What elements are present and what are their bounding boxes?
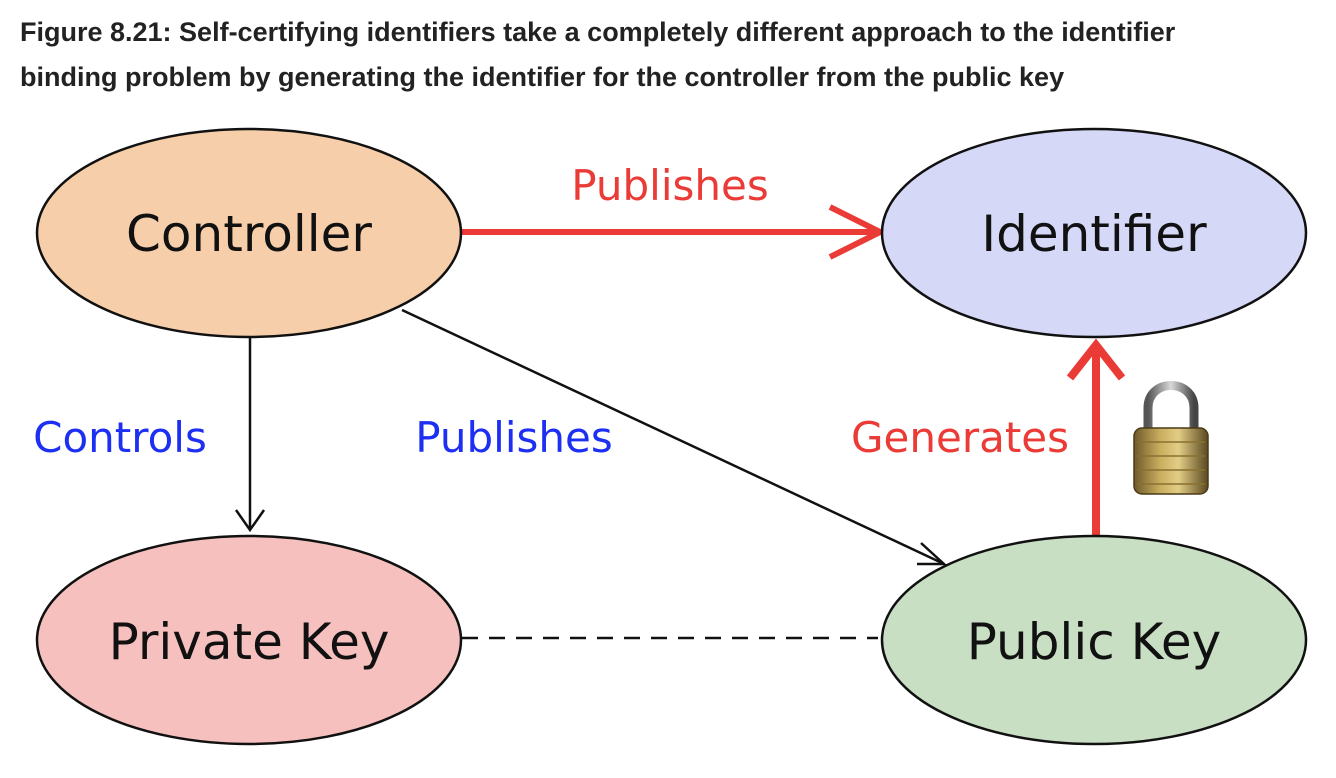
caption-line-1: Figure 8.21: Self-certifying identifiers…: [20, 17, 1176, 47]
caption-line-2: binding problem by generating the identi…: [20, 62, 1065, 92]
figure-caption: Figure 8.21: Self-certifying identifiers…: [20, 10, 1320, 100]
padlock-shackle: [1143, 381, 1199, 432]
controller-label: Controller: [126, 205, 372, 263]
public-key-ellipse: [880, 534, 1308, 746]
private-key-label: Private Key: [109, 613, 390, 671]
generates-label: Generates: [851, 413, 1069, 462]
generates-arrowhead: [1066, 338, 1126, 381]
controller-ellipse: [35, 127, 463, 339]
node-controller: Controller: [35, 127, 463, 339]
publishes-identifier-label: Publishes: [571, 161, 768, 210]
private-key-ellipse: [35, 534, 463, 746]
edge-controller-controls-private-key: [234, 338, 266, 533]
controls-label: Controls: [33, 413, 207, 462]
publishes-public-key-line: [401, 308, 943, 565]
node-private-key: Private Key: [35, 534, 463, 746]
public-key-label: Public Key: [967, 613, 1222, 671]
publishes-public-key-label: Publishes: [415, 413, 612, 462]
edge-public-key-generates-identifier: [1066, 338, 1126, 538]
controls-arrowhead: [234, 509, 266, 533]
padlock-icon: [1133, 381, 1209, 495]
edge-controller-publishes-public-key: [401, 308, 948, 566]
publishes-public-key-arrowhead: [917, 542, 948, 566]
publishes-identifier-arrowhead: [828, 204, 887, 260]
node-public-key: Public Key: [880, 534, 1308, 746]
identifier-label: Identifier: [981, 205, 1207, 263]
edge-controller-publishes-identifier: [462, 204, 887, 260]
padlock-body: [1133, 427, 1209, 495]
identifier-ellipse: [880, 127, 1308, 339]
node-identifier: Identifier: [880, 127, 1308, 339]
